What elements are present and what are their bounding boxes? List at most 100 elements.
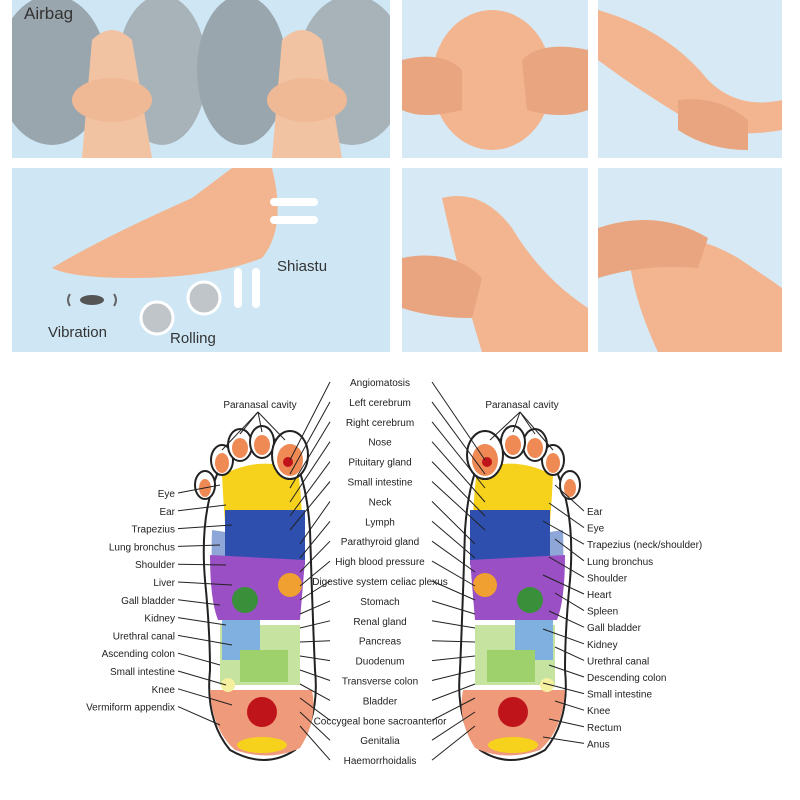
right-paranasal-label: Paranasal cavity — [485, 400, 558, 411]
hand-massage-photo-4 — [598, 168, 782, 352]
leader-line — [548, 718, 585, 728]
left-label: Shoulder — [135, 560, 176, 571]
leader-line — [299, 683, 331, 701]
center-label: Pituitary gland — [348, 458, 411, 469]
leader-line — [554, 646, 585, 661]
leader-line — [554, 484, 585, 512]
leader-line — [489, 411, 521, 441]
right-foot — [458, 425, 581, 761]
leader-line — [221, 411, 259, 451]
leader-line — [177, 634, 233, 646]
leader-line — [299, 655, 331, 662]
leader-line — [289, 441, 331, 503]
leader-line — [431, 600, 476, 615]
leader-line — [554, 538, 585, 562]
hand-massage-photo-1 — [402, 0, 588, 158]
shiatsu-icon — [270, 198, 318, 224]
leader-line — [431, 640, 476, 643]
leader-line — [431, 421, 486, 489]
leader-line — [289, 461, 331, 517]
leader-line — [431, 711, 476, 741]
center-label: Lymph — [365, 517, 395, 528]
right-label: Gall bladder — [587, 623, 642, 634]
leader-line — [431, 381, 486, 461]
leader-line — [299, 669, 331, 681]
leader-line — [177, 524, 233, 530]
leader-line — [431, 683, 476, 701]
leader-line — [542, 682, 585, 695]
center-label: Haemorrhoidalis — [344, 756, 417, 767]
rolling-icon — [139, 268, 260, 336]
leader-line — [299, 580, 331, 601]
center-label: Duodenum — [356, 657, 405, 668]
right-label: Lung bronchus — [587, 557, 653, 568]
left-foot — [194, 425, 317, 761]
left-label: Gall bladder — [121, 596, 176, 607]
right-label: Kidney — [587, 640, 618, 651]
leader-line — [431, 560, 476, 587]
center-label: Parathyroid gland — [341, 537, 419, 548]
leader-line — [239, 411, 259, 435]
center-label: Pancreas — [359, 637, 401, 648]
leader-line — [177, 544, 221, 547]
leader-line — [299, 520, 331, 559]
airbag-label: Airbag — [24, 4, 74, 23]
right-label: Small intestine — [587, 690, 652, 701]
airbag-illustration — [12, 0, 390, 158]
vibration-icon — [67, 293, 117, 307]
leader-line — [299, 725, 331, 761]
left-label: Ear — [159, 507, 175, 518]
hand-massage-photo-3 — [402, 168, 588, 352]
center-label: Angiomatosis — [350, 378, 410, 389]
leader-line — [289, 421, 331, 489]
leader-line — [299, 540, 331, 573]
left-label: Ascending colon — [102, 649, 175, 660]
leader-line — [431, 520, 476, 559]
leader-line — [431, 669, 476, 681]
leader-lines — [177, 381, 585, 761]
left-label: Lung bronchus — [109, 542, 175, 553]
leader-line — [431, 401, 486, 475]
leader-line — [257, 411, 263, 433]
leader-line — [431, 481, 486, 531]
right-label: Eye — [587, 524, 605, 535]
center-label: Genitalia — [360, 736, 400, 747]
center-label: High blood pressure — [335, 557, 425, 568]
right-label: Anus — [587, 739, 610, 750]
leader-line — [289, 481, 331, 531]
right-label: Spleen — [587, 607, 618, 618]
leader-line — [519, 411, 554, 451]
leader-line — [431, 461, 486, 517]
leader-line — [542, 628, 585, 645]
leader-line — [177, 688, 233, 706]
leader-line — [177, 599, 221, 606]
right-label: Rectum — [587, 723, 621, 734]
rolling-label: Rolling — [170, 330, 216, 347]
leader-line — [548, 502, 585, 529]
leader-line — [299, 620, 331, 629]
vibration-label: Vibration — [48, 324, 107, 341]
leader-line — [299, 501, 331, 545]
right-label: Trapezius (neck/shoulder) — [587, 540, 702, 551]
left-label: Vermiform appendix — [86, 703, 175, 714]
left-label: Urethral canal — [113, 631, 175, 642]
foot-modes-panel: Shiastu Vibration Rolling — [12, 168, 390, 352]
leader-line — [431, 580, 476, 601]
leader-line — [177, 484, 221, 494]
center-label: Small intestine — [347, 478, 412, 489]
leader-line — [431, 441, 486, 503]
leader-line — [299, 600, 331, 615]
hand-massage-photo-2 — [598, 0, 782, 158]
leader-line — [177, 617, 227, 626]
right-label: Ear — [587, 507, 603, 518]
leader-line — [177, 581, 233, 586]
leader-line — [257, 411, 286, 441]
center-label: Coccygeal bone sacroanterior — [314, 716, 448, 727]
leader-line — [548, 556, 585, 578]
left-label: Trapezius — [131, 525, 175, 536]
leader-line — [289, 381, 331, 461]
center-label: Stomach — [360, 597, 399, 608]
left-paranasal-label: Paranasal cavity — [223, 400, 296, 411]
left-label: Kidney — [144, 614, 175, 625]
